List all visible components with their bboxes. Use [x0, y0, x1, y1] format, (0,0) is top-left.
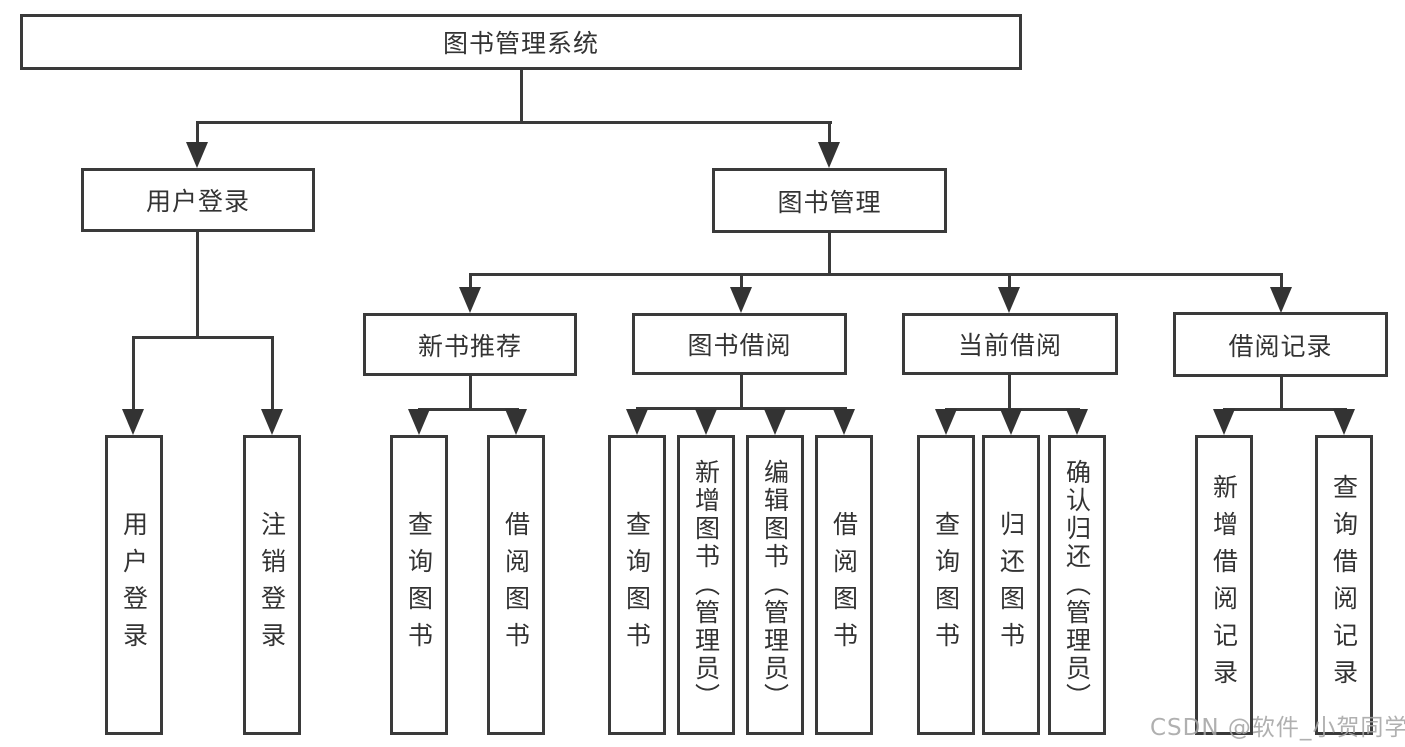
node-label: 新书推荐 — [417, 331, 522, 361]
arrowhead-down-icon — [1000, 409, 1022, 435]
leaf-borrow-query-books: 查询图书 — [608, 435, 666, 735]
leaf-current-return-books: 归还图书 — [982, 435, 1040, 735]
node-label: 借阅图书 — [829, 511, 859, 659]
edge-drop-logout — [271, 336, 274, 412]
node-label: 新增图书（管理员） — [691, 459, 721, 711]
leaf-newbook-query-books: 查询图书 — [390, 435, 448, 735]
leaf-borrow-borrow-books: 借阅图书 — [815, 435, 873, 735]
node-label: 当前借阅 — [957, 331, 1062, 360]
node-label: 新增借阅记录 — [1209, 474, 1239, 696]
edge-drop-book-borrowing — [740, 273, 743, 290]
csdn-watermark: CSDN @软件_小贺同学 — [1150, 715, 1405, 741]
arrowhead-down-icon — [1270, 287, 1292, 313]
leaf-current-query-books: 查询图书 — [917, 435, 975, 735]
edge-drop-book-management — [828, 121, 831, 146]
node-label: 查询借阅记录 — [1329, 474, 1359, 696]
arrowhead-down-icon — [998, 287, 1020, 313]
node-label: 用户登录 — [145, 187, 250, 216]
leaf-user-login: 用户登录 — [105, 435, 163, 735]
node-library-system: 图书管理系统 — [20, 14, 1022, 70]
edge-newbook-stem — [469, 376, 472, 411]
arrowhead-down-icon — [833, 409, 855, 435]
edge-borrow-branch — [636, 407, 847, 410]
edge-login-stem — [196, 232, 199, 339]
node-label: 图书借阅 — [687, 331, 792, 360]
arrowhead-down-icon — [730, 287, 752, 313]
leaf-borrow-edit-books-admin: 编辑图书（管理员） — [746, 435, 804, 735]
arrowhead-down-icon — [1333, 409, 1355, 435]
edge-level3-branch — [469, 273, 1283, 276]
node-label: 查询图书 — [404, 511, 434, 659]
edge-root-stem — [520, 70, 523, 124]
node-label: 查询图书 — [622, 511, 652, 659]
arrowhead-down-icon — [935, 409, 957, 435]
node-label: 图书管理系统 — [442, 29, 599, 58]
edge-drop-borrow-records — [1280, 273, 1283, 290]
arrowhead-down-icon — [1066, 409, 1088, 435]
leaf-records-add-record: 新增借阅记录 — [1195, 435, 1253, 735]
node-borrow-records: 借阅记录 — [1173, 312, 1388, 377]
edge-records-branch — [1223, 408, 1347, 411]
leaf-records-query-record: 查询借阅记录 — [1315, 435, 1373, 735]
edge-newbook-branch — [418, 408, 519, 411]
arrowhead-down-icon — [818, 142, 840, 168]
edge-manage-stem — [828, 233, 831, 276]
arrowhead-down-icon — [459, 287, 481, 313]
node-new-book-recommend: 新书推荐 — [363, 313, 577, 376]
node-current-borrowing: 当前借阅 — [902, 313, 1118, 375]
edge-drop-user-login — [196, 121, 199, 146]
arrowhead-down-icon — [186, 142, 208, 168]
edge-current-stem — [1008, 375, 1011, 411]
edge-borrow-stem — [740, 375, 743, 410]
node-label: 借阅图书 — [501, 511, 531, 659]
arrowhead-down-icon — [695, 409, 717, 435]
leaf-newbook-borrow-books: 借阅图书 — [487, 435, 545, 735]
node-user-login: 用户登录 — [81, 168, 315, 232]
node-label: 用户登录 — [119, 511, 149, 659]
arrowhead-down-icon — [1213, 409, 1235, 435]
leaf-borrow-add-books-admin: 新增图书（管理员） — [677, 435, 735, 735]
node-label: 确认归还（管理员） — [1062, 459, 1092, 711]
node-label: 编辑图书（管理员） — [760, 459, 790, 711]
edge-level2-branch — [196, 121, 832, 124]
edge-drop-new-book — [469, 273, 472, 290]
arrowhead-down-icon — [122, 409, 144, 435]
node-label: 图书管理 — [777, 187, 882, 217]
arrowhead-down-icon — [408, 409, 430, 435]
leaf-logout: 注销登录 — [243, 435, 301, 735]
edge-drop-login-user — [132, 336, 135, 412]
leaf-current-confirm-return-admin: 确认归还（管理员） — [1048, 435, 1106, 735]
arrowhead-down-icon — [261, 409, 283, 435]
node-label: 归还图书 — [996, 511, 1026, 659]
edge-records-stem — [1280, 377, 1283, 411]
node-label: 注销登录 — [257, 511, 287, 659]
arrowhead-down-icon — [626, 409, 648, 435]
edge-drop-current-borrowing — [1008, 273, 1011, 290]
node-label: 借阅记录 — [1228, 331, 1333, 361]
node-book-management: 图书管理 — [712, 168, 947, 233]
node-label: 查询图书 — [931, 511, 961, 659]
node-book-borrowing: 图书借阅 — [632, 313, 847, 375]
edge-login-branch — [132, 336, 274, 339]
arrowhead-down-icon — [505, 409, 527, 435]
arrowhead-down-icon — [764, 409, 786, 435]
